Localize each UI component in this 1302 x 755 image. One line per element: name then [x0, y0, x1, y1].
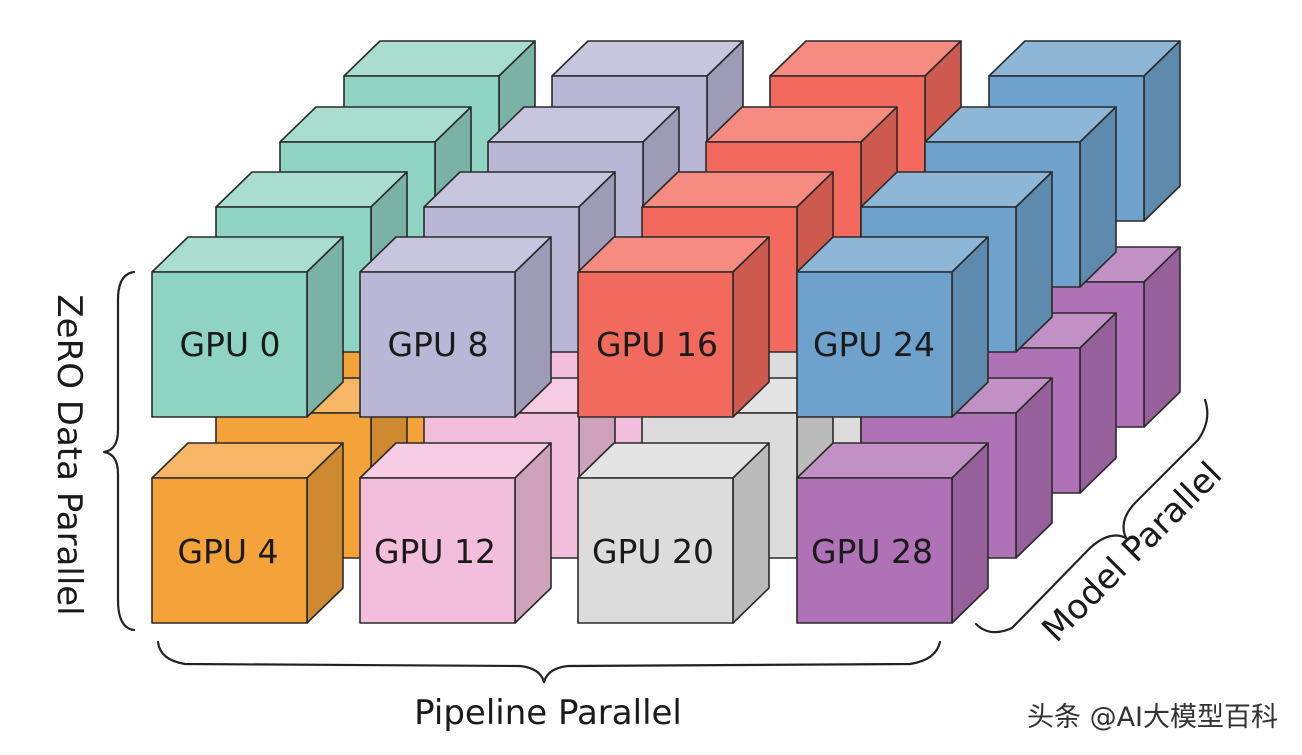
horizontal-axis-label: Pipeline Parallel — [414, 693, 682, 733]
cube-front-face — [796, 477, 953, 624]
gpu-cube-r0-c3-d0 — [796, 236, 989, 418]
gpu-0-label: GPU 0 — [179, 325, 280, 364]
gpu-cube-r0-c2-d0 — [577, 236, 770, 418]
gpu-8-label: GPU 8 — [387, 325, 488, 364]
gpu-labels: GPU 0 GPU 8 GPU 16 GPU 24 GPU 4 GPU 12 G… — [177, 325, 935, 571]
gpu-cube-r1-c2-d0 — [577, 442, 770, 624]
gpu-20-label: GPU 20 — [592, 532, 714, 571]
gpu-12-label: GPU 12 — [374, 532, 496, 571]
cube-front-face — [796, 271, 953, 418]
gpu-cube-r0-c1-d0 — [359, 236, 552, 418]
gpu-cube-grid — [151, 40, 1181, 624]
cube-front-face — [577, 477, 734, 624]
depth-brace — [974, 398, 1209, 634]
horizontal-brace — [156, 640, 942, 684]
gpu-cube-r1-c0-d0 — [151, 442, 344, 624]
gpu-cube-r1-c3-d0 — [796, 442, 989, 624]
cube-front-face — [151, 477, 308, 624]
vertical-axis-label: ZeRO Data Parallel — [49, 294, 89, 615]
cube-front-face — [151, 271, 308, 418]
gpu-cube-r0-c0-d0 — [151, 236, 344, 418]
cube-front-face — [359, 271, 516, 418]
gpu-16-label: GPU 16 — [596, 325, 718, 364]
cube-front-face — [359, 477, 516, 624]
vertical-brace — [102, 270, 136, 632]
gpu-24-label: GPU 24 — [813, 325, 935, 364]
gpu-28-label: GPU 28 — [811, 532, 933, 571]
gpu-cube-r1-c1-d0 — [359, 442, 552, 624]
watermark-text: 头条 @AI大模型百科 — [1027, 702, 1278, 733]
cube-front-face — [577, 271, 734, 418]
gpu-4-label: GPU 4 — [177, 532, 278, 571]
